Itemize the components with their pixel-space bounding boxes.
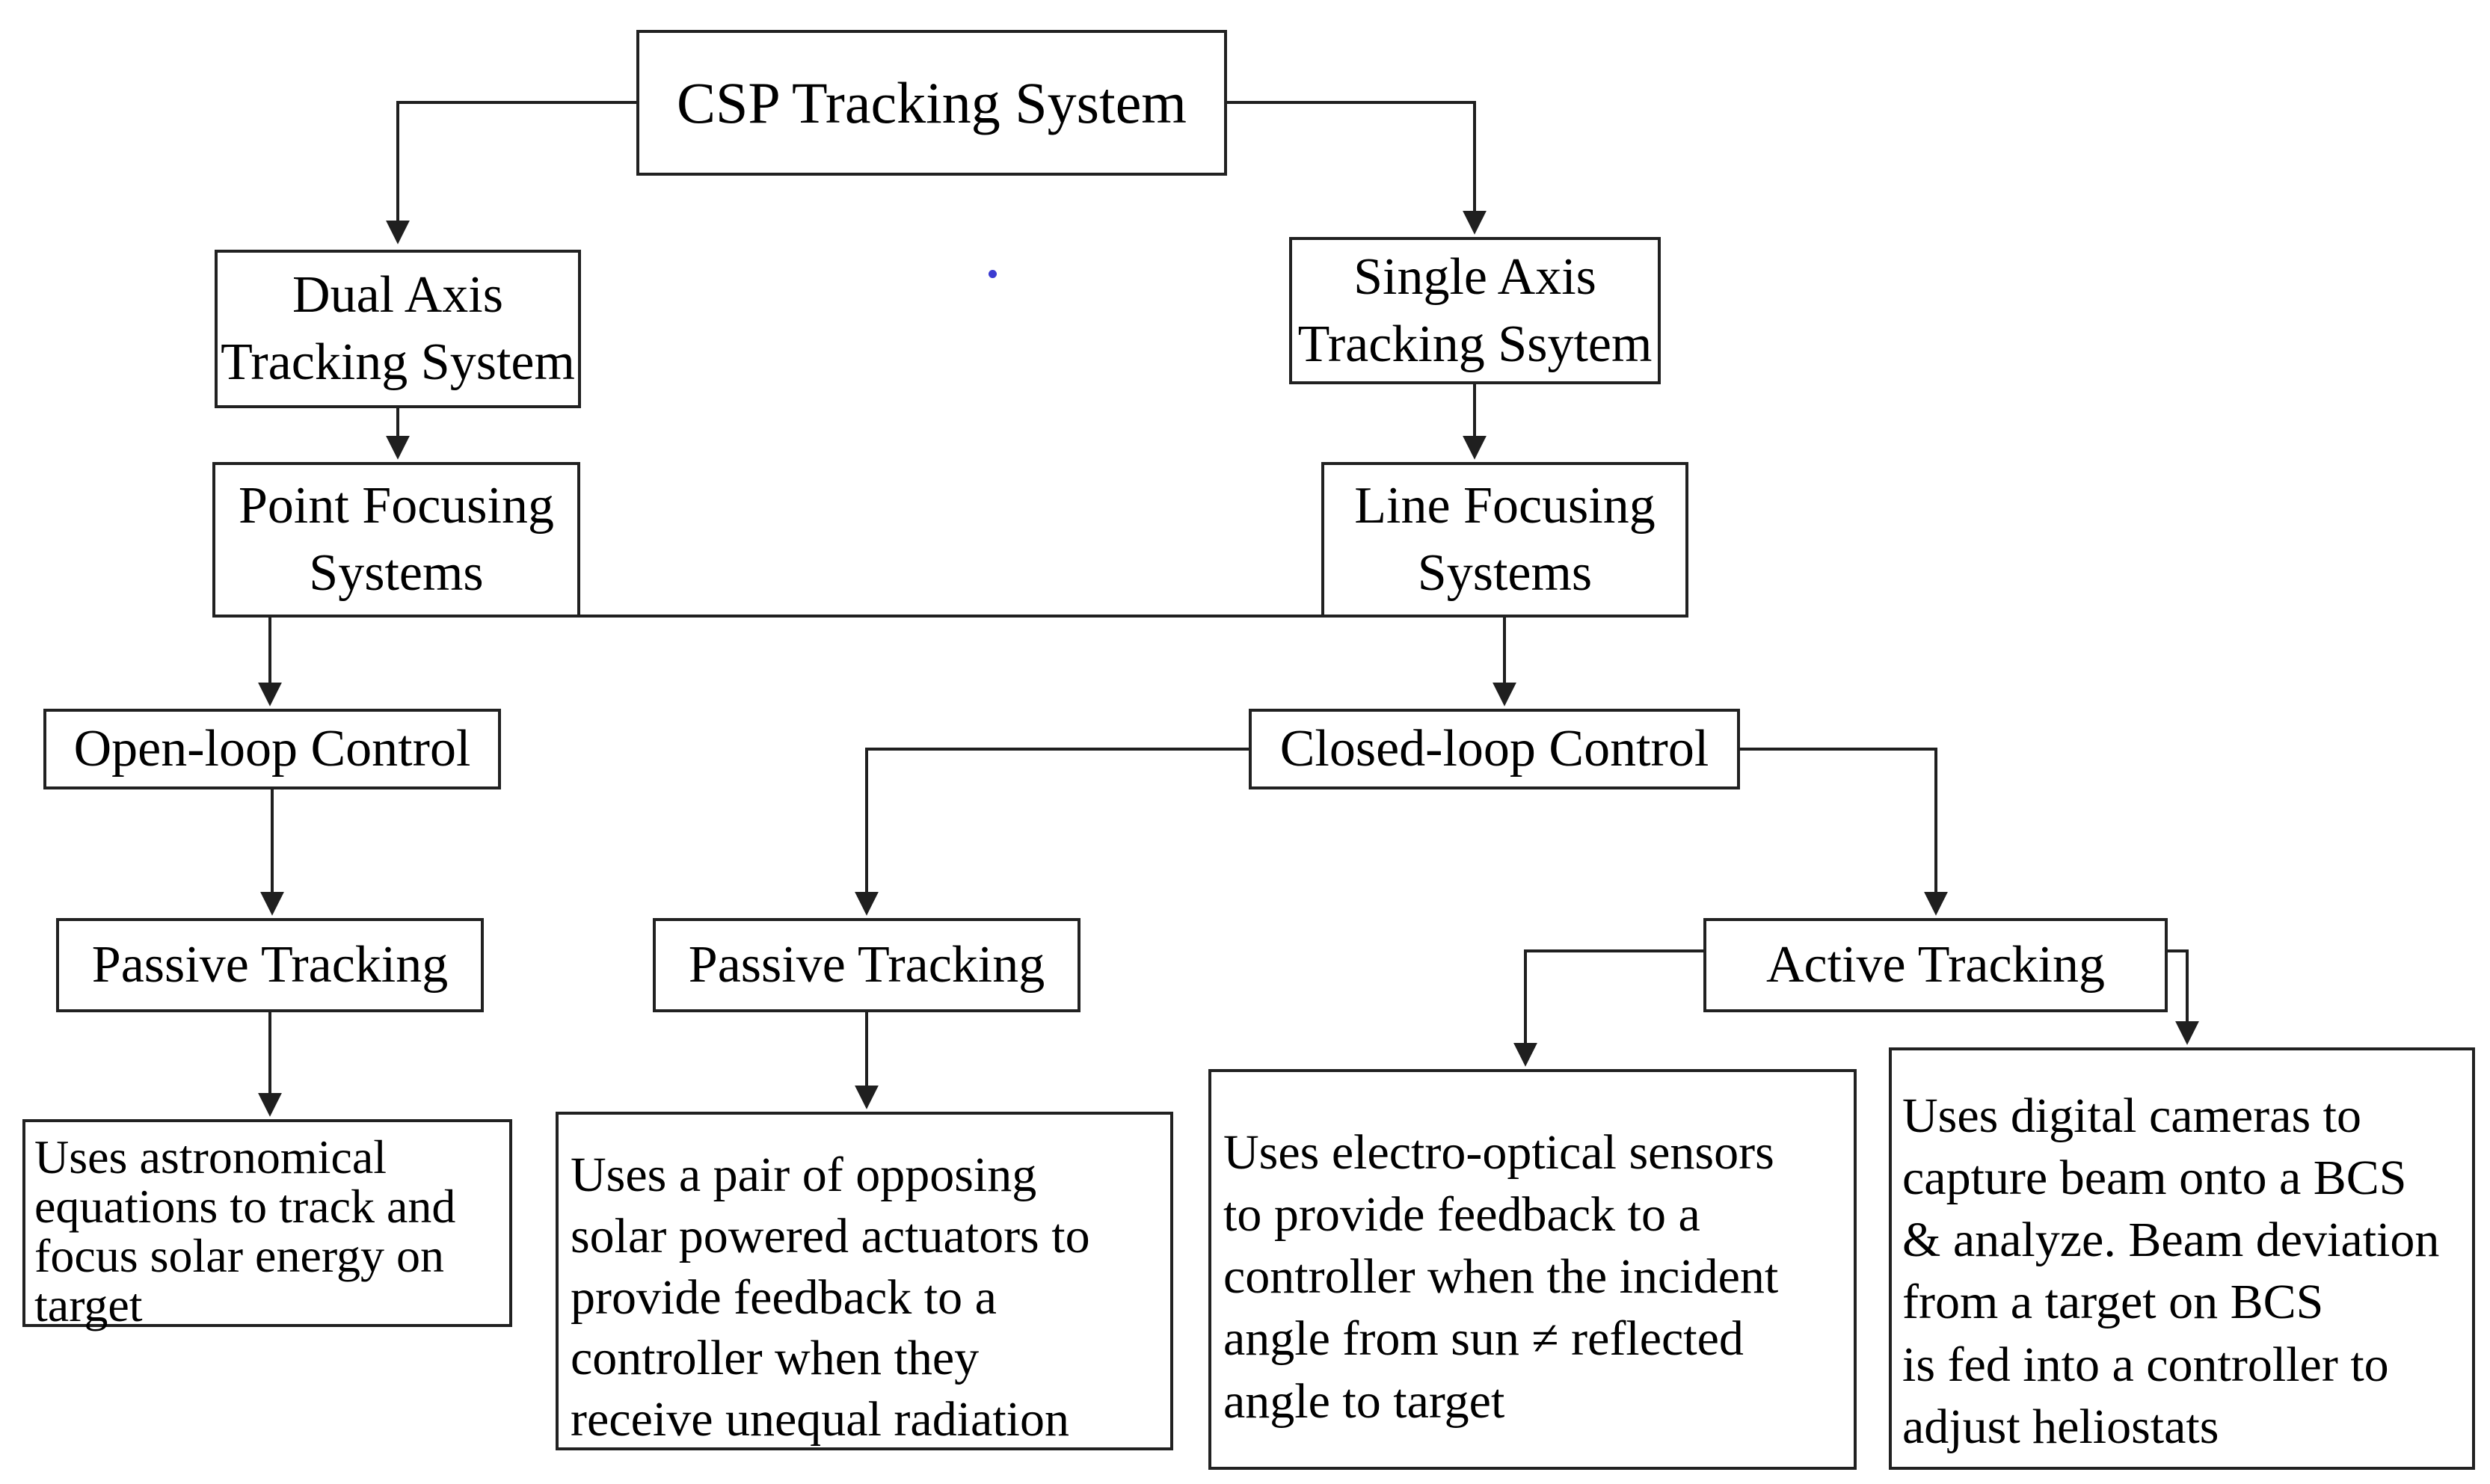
connector-active-to-sensors-desc xyxy=(1513,949,1703,1067)
desc-astronomical-equations: Uses astronomical equations to track and… xyxy=(22,1119,512,1329)
node-single-axis-tracking-system: Single Axis Tracking Ssytem xyxy=(1289,237,1661,384)
node-closed-loop-control: Closed-loop Control xyxy=(1249,709,1740,789)
node-passive-tracking-mid: Passive Tracking xyxy=(653,918,1080,1012)
node-open-loop-control: Open-loop Control xyxy=(43,709,501,789)
node-dual-axis-tracking-system: Dual Axis Tracking System xyxy=(215,250,581,408)
stray-blue-dot xyxy=(989,270,997,278)
connector-closedloop-to-passive-mid xyxy=(855,748,1249,916)
node-csp-tracking-system: CSP Tracking System xyxy=(636,30,1227,176)
desc-digital-cameras-bcs: Uses digital cameras to capture beam ont… xyxy=(1889,1047,2475,1470)
connector-closedloop-to-active xyxy=(1740,748,1948,916)
connector-csp-to-dual xyxy=(386,101,636,244)
desc-electro-optical-sensors: Uses electro-optical sensors to provide … xyxy=(1208,1069,1857,1470)
desc-solar-powered-actuators: Uses a pair of opposing solar powered ac… xyxy=(556,1112,1173,1450)
node-active-tracking: Active Tracking xyxy=(1703,918,2168,1012)
node-passive-tracking-left: Passive Tracking xyxy=(56,918,484,1012)
node-line-focusing-systems: Line Focusing Systems xyxy=(1321,462,1688,618)
connector-active-to-cameras-desc xyxy=(2168,949,2199,1045)
node-point-focusing-systems: Point Focusing Systems xyxy=(212,462,580,618)
connector-csp-to-single xyxy=(1227,101,1487,235)
